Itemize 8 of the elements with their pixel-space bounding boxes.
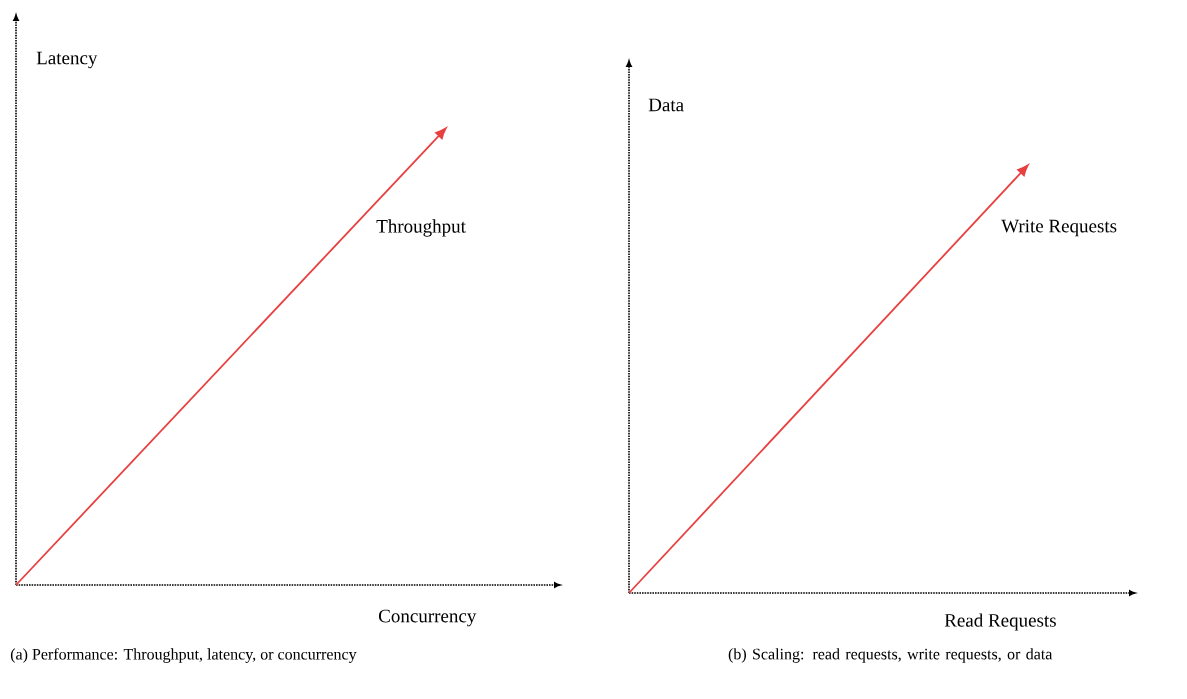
caption: (b) Scaling: read requests, write requests, or data xyxy=(728,648,1053,663)
axis-label: Latency xyxy=(36,51,98,69)
axis-label: Write Requests xyxy=(1001,219,1117,237)
axis-label: Throughput xyxy=(376,219,466,237)
axis-label: Read Requests xyxy=(944,613,1056,631)
caption: (a) Performance: Throughput, latency, or concurrency xyxy=(10,648,357,663)
axis-label: Concurrency xyxy=(379,609,477,627)
axis-label: Data xyxy=(648,98,684,112)
